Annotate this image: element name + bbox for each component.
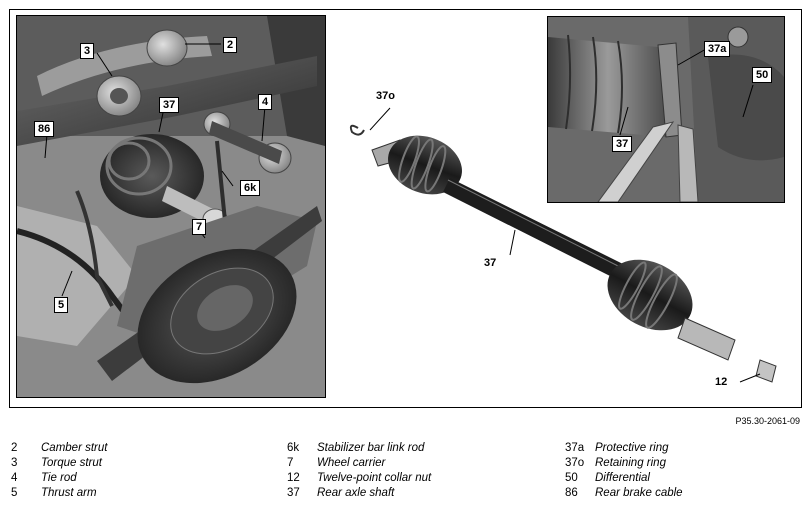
callout-37o: 37o: [376, 90, 395, 102]
callout-86: 86: [34, 121, 55, 137]
callout-5: 5: [54, 297, 69, 313]
callout-2: 2: [223, 37, 238, 53]
callout-3: 3: [80, 43, 95, 59]
callout-4: 4: [258, 94, 273, 110]
axle-shaft-illustration: [349, 107, 777, 383]
callout-37-right: 37: [612, 136, 633, 152]
callout-37-left: 37: [159, 97, 180, 113]
differential-photo: [547, 16, 785, 203]
callout-12: 12: [715, 376, 728, 388]
differential-illustration: [548, 17, 784, 202]
collar-nut: [755, 359, 777, 383]
reference-code: P35.30-2061-09: [735, 416, 800, 426]
callout-7: 7: [192, 219, 207, 235]
suspension-photo: [16, 15, 326, 398]
callout-37a: 37a: [704, 41, 731, 57]
retaining-ring: [349, 124, 365, 136]
callout-37-center: 37: [484, 257, 497, 269]
callout-50: 50: [752, 67, 773, 83]
suspension-illustration: [17, 16, 325, 397]
callout-6k: 6k: [240, 180, 261, 196]
